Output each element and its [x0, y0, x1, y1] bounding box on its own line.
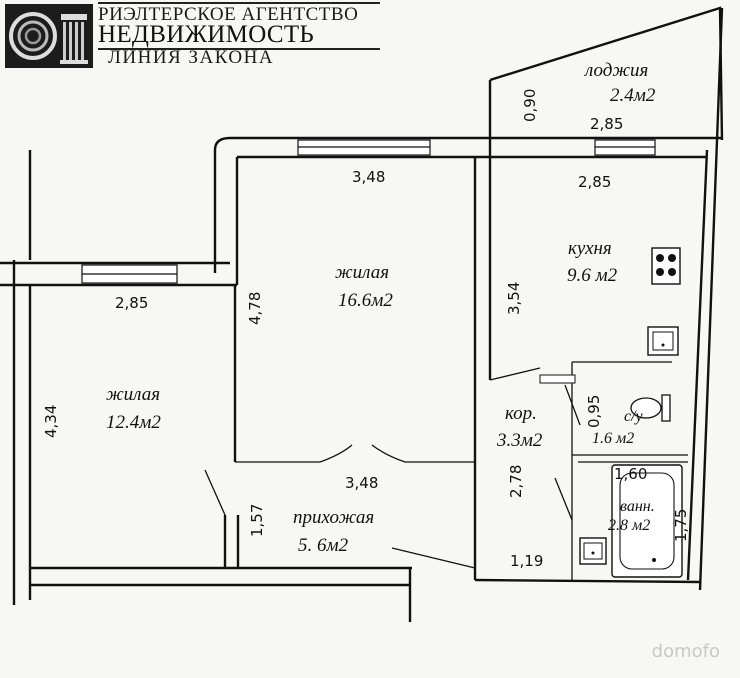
door-swing-toilet: [564, 384, 581, 426]
spiral-column-logo-icon: [9, 12, 88, 64]
agency-name: НЕДВИЖИМОСТЬ: [98, 21, 315, 48]
bathtub-icon: [611, 464, 683, 578]
room-area-living-small: 12.4м2: [106, 412, 161, 433]
dim-kitchen-width: 2,85: [578, 173, 611, 191]
watermark-text: domofo: [651, 641, 720, 662]
door-arc-right: [371, 444, 406, 463]
room-area-corridor: 3.3м2: [496, 430, 543, 451]
wall-bottom-right: [474, 578, 701, 584]
dim-bath-depth: 1,75: [672, 509, 690, 542]
room-name-living-large: жилая: [335, 262, 389, 283]
room-name-living-small: жилая: [106, 384, 160, 405]
fixtures: [539, 247, 683, 578]
door-swing-bath: [554, 477, 573, 521]
wall-loggia: [489, 6, 724, 141]
room-area-kitchen: 9.6 м2: [567, 265, 618, 286]
windows: [81, 139, 656, 284]
agency-tagline: РИЭЛТЕРСКОЕ АГЕНТСТВО: [98, 4, 359, 25]
dim-living-large-width-bottom: 3,48: [345, 474, 378, 492]
dim-hallway-depth: 1,57: [248, 504, 266, 537]
dim-living-small-width: 2,85: [115, 294, 148, 312]
stove-icon: [651, 247, 681, 285]
room-name-loggia: лоджия: [584, 60, 648, 81]
room-name-hallway: прихожая: [293, 507, 374, 528]
dim-loggia-depth: 0,90: [521, 89, 539, 122]
agency-name-block: РИЭЛТЕРСКОЕ АГЕНТСТВО НЕДВИЖИМОСТЬ ЛИНИЯ…: [98, 2, 388, 70]
dim-living-large-depth: 4,78: [246, 292, 264, 325]
room-area-loggia: 2.4м2: [610, 85, 656, 106]
agency-logo: [5, 4, 93, 68]
toilet-icon: [630, 394, 671, 422]
door-swing-hallway: [204, 469, 226, 516]
walls: [0, 6, 724, 622]
dim-kitchen-depth: 3,54: [505, 282, 523, 315]
room-name-kitchen: кухня: [568, 238, 612, 259]
dim-living-small-depth: 4,34: [42, 405, 60, 438]
wall-top-outer: [213, 136, 545, 151]
wall-right-outer: [698, 7, 724, 591]
dim-corridor-depth: 2,78: [507, 465, 525, 498]
room-name-corridor: кор.: [505, 403, 537, 424]
dim-bath-width: 1,60: [614, 465, 647, 483]
dimension-labels: 0,90 2,85 2,85 3,48 4,78 3,54 2,85 4,34 …: [42, 89, 690, 570]
room-area-living-large: 16.6м2: [338, 290, 393, 311]
wall-right-inner: [686, 149, 709, 581]
room-area-bathroom: 2.8 м2: [608, 517, 650, 534]
door-icon: [539, 374, 576, 384]
room-labels: лоджия 2.4м2 кухня 9.6 м2 жилая 16.6м2 ж…: [106, 60, 656, 556]
room-name-toilet: с/у: [624, 408, 644, 425]
dim-toilet-depth: 0,95: [585, 395, 603, 428]
room-name-bathroom: ванн.: [620, 498, 655, 515]
wall-corridor-top: [489, 367, 541, 381]
agency-subtitle: ЛИНИЯ ЗАКОНА: [108, 47, 275, 68]
kitchen-sink-icon: [647, 326, 679, 356]
dim-leader-hallway: [391, 547, 476, 569]
bath-sink-icon: [579, 537, 607, 565]
door-arc-left: [319, 444, 353, 463]
room-area-toilet: 1.6 м2: [592, 430, 634, 447]
dim-living-large-width-top: 3,48: [352, 168, 385, 186]
room-area-hallway: 5. 6м2: [298, 535, 349, 556]
dim-bottom-width: 1,19: [510, 552, 543, 570]
dim-loggia-width: 2,85: [590, 115, 623, 133]
